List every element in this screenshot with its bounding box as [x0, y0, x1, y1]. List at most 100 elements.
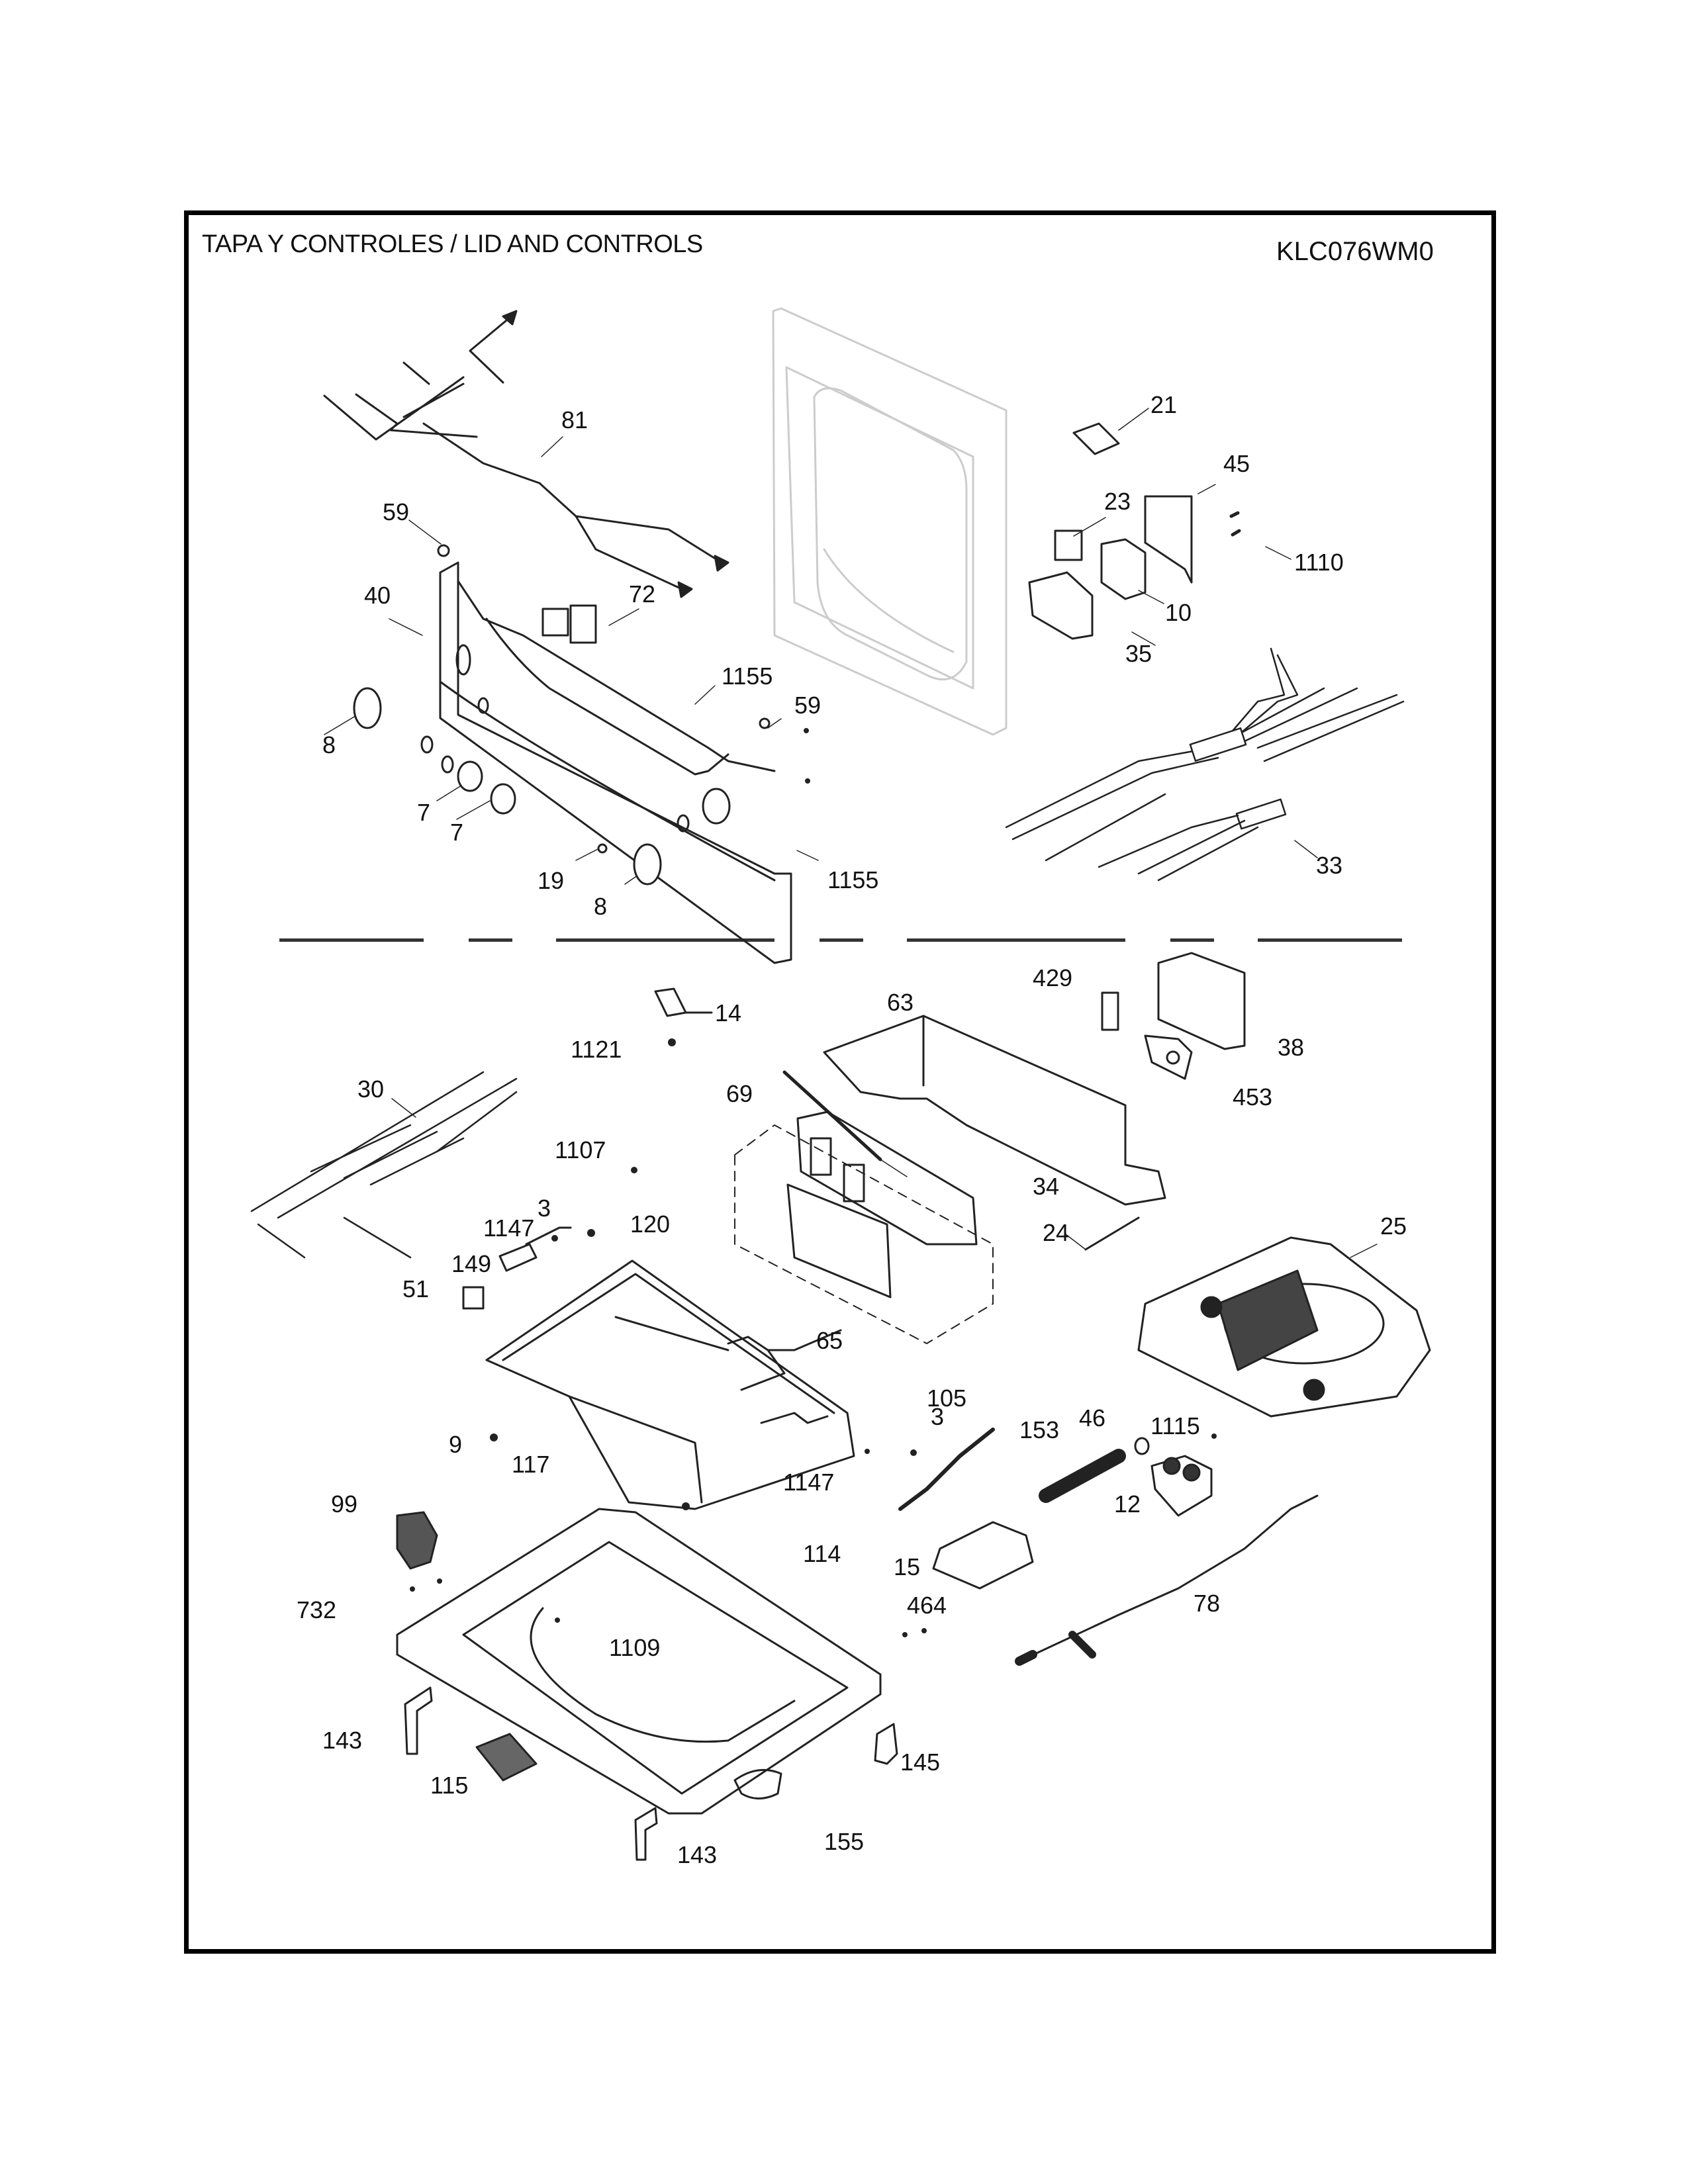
- callout-7b: 7: [450, 819, 464, 846]
- callout-105: 105: [927, 1385, 967, 1412]
- callout-3: 3: [538, 1195, 551, 1222]
- callout-429: 429: [1033, 964, 1073, 991]
- wire-harness-81: [323, 310, 729, 598]
- water-valve-12: [1150, 1455, 1213, 1517]
- cover-38: [1157, 952, 1246, 1050]
- label-14: [654, 987, 713, 1017]
- callout-69: 69: [726, 1080, 753, 1107]
- cover-45: [1144, 495, 1193, 584]
- callout-12: 12: [1114, 1490, 1141, 1518]
- callout-30: 30: [357, 1075, 385, 1103]
- callout-155: 155: [824, 1828, 865, 1855]
- callout-153: 153: [1019, 1416, 1060, 1443]
- callout-78: 78: [1194, 1590, 1221, 1617]
- callout-149: 149: [451, 1250, 492, 1277]
- callout-46: 46: [1079, 1404, 1106, 1432]
- callout-1107: 1107: [555, 1136, 606, 1163]
- callout-1110: 1110: [1294, 549, 1344, 576]
- callout-143b: 143: [677, 1841, 718, 1868]
- callout-1121: 1121: [571, 1036, 622, 1063]
- control-board-69-detail: [786, 1111, 978, 1298]
- callout-115: 115: [430, 1772, 469, 1799]
- callout-81: 81: [561, 406, 588, 433]
- cabinet-back-panel: [772, 307, 1008, 736]
- wire-harness-65: [727, 1329, 842, 1391]
- section-divider: [556, 938, 774, 942]
- section-divider: [1170, 938, 1214, 942]
- clamp-46: [1134, 1437, 1150, 1455]
- section-divider: [1258, 938, 1402, 942]
- hose-kit-25: [1137, 1236, 1431, 1418]
- callout-24: 24: [1043, 1219, 1070, 1246]
- hose-15: [932, 1449, 1126, 1590]
- callout-63: 63: [887, 989, 914, 1016]
- callout-99: 99: [331, 1490, 358, 1518]
- callout-114: 114: [803, 1540, 841, 1567]
- callout-3b: 3: [931, 1403, 945, 1430]
- callout-9: 9: [449, 1431, 463, 1458]
- switch-21: [1072, 422, 1120, 455]
- callout-40: 40: [364, 582, 391, 609]
- hinge-bracket-143: [404, 1686, 433, 1755]
- knobs: [353, 544, 771, 886]
- callout-117: 117: [512, 1451, 550, 1478]
- section-divider: [907, 938, 1125, 942]
- lid-117: [485, 1259, 855, 1510]
- lid-bumper-51: [462, 1286, 485, 1310]
- screw-marks: [410, 728, 1217, 1637]
- control-panel-40: [420, 561, 792, 964]
- section-divider: [469, 938, 512, 942]
- callout-8: 8: [322, 731, 336, 758]
- callout-19: 19: [538, 867, 565, 894]
- lid-switch-actuator-149: [498, 1243, 538, 1272]
- wire-harness-33: [1005, 647, 1405, 882]
- hinge-bracket-145: [874, 1723, 898, 1765]
- hinge-pin-120: [525, 1226, 572, 1246]
- callout-21: 21: [1150, 391, 1178, 418]
- callout-453: 453: [1233, 1083, 1273, 1111]
- top-cover-114: [396, 1508, 882, 1815]
- callout-25: 25: [1380, 1212, 1407, 1240]
- callout-33: 33: [1316, 852, 1343, 879]
- bracket-35: [1028, 571, 1094, 640]
- selector-switch-23: [1054, 529, 1083, 561]
- callout-34: 34: [1033, 1173, 1060, 1200]
- diagram-frame: [184, 210, 1496, 1954]
- wire-harness-78: [1015, 1494, 1319, 1666]
- callout-1109: 1109: [609, 1634, 661, 1661]
- hinge-rod-105: [760, 1412, 829, 1424]
- callout-732: 732: [297, 1596, 337, 1623]
- section-divider: [279, 938, 424, 942]
- callout-72: 72: [629, 580, 656, 608]
- hinge-bracket-143b: [634, 1807, 658, 1861]
- callout-1155: 1155: [722, 662, 773, 690]
- cap-155: [733, 1768, 782, 1799]
- switch-block-72: [541, 604, 597, 644]
- connector-429: [1101, 991, 1119, 1031]
- callout-10: 10: [1165, 599, 1192, 626]
- section-divider: [820, 938, 863, 942]
- bracket-453: [1144, 1034, 1193, 1080]
- callout-464: 464: [907, 1592, 947, 1619]
- callout-1147b: 1147: [783, 1469, 835, 1496]
- backsplash-bracket-63: [823, 1015, 1166, 1206]
- callout-145: 145: [900, 1749, 941, 1776]
- callout-7: 7: [417, 799, 431, 826]
- callout-1155b: 1155: [827, 866, 879, 893]
- callout-51: 51: [402, 1275, 430, 1302]
- leader-lines: [324, 408, 1318, 885]
- callout-59b: 59: [794, 692, 821, 719]
- callout-59: 59: [383, 498, 410, 525]
- callout-45: 45: [1223, 450, 1250, 477]
- wire-harness-24: [1065, 1216, 1140, 1251]
- callout-65: 65: [816, 1327, 843, 1354]
- callout-1115: 1115: [1150, 1412, 1200, 1439]
- handle-115: [475, 1733, 538, 1782]
- control-board-69: [734, 1124, 994, 1344]
- callout-120: 120: [630, 1210, 671, 1238]
- rod-34: [782, 1070, 908, 1177]
- callout-143: 143: [322, 1727, 363, 1754]
- timer-10: [1100, 538, 1147, 600]
- screws-1110: [1229, 511, 1241, 537]
